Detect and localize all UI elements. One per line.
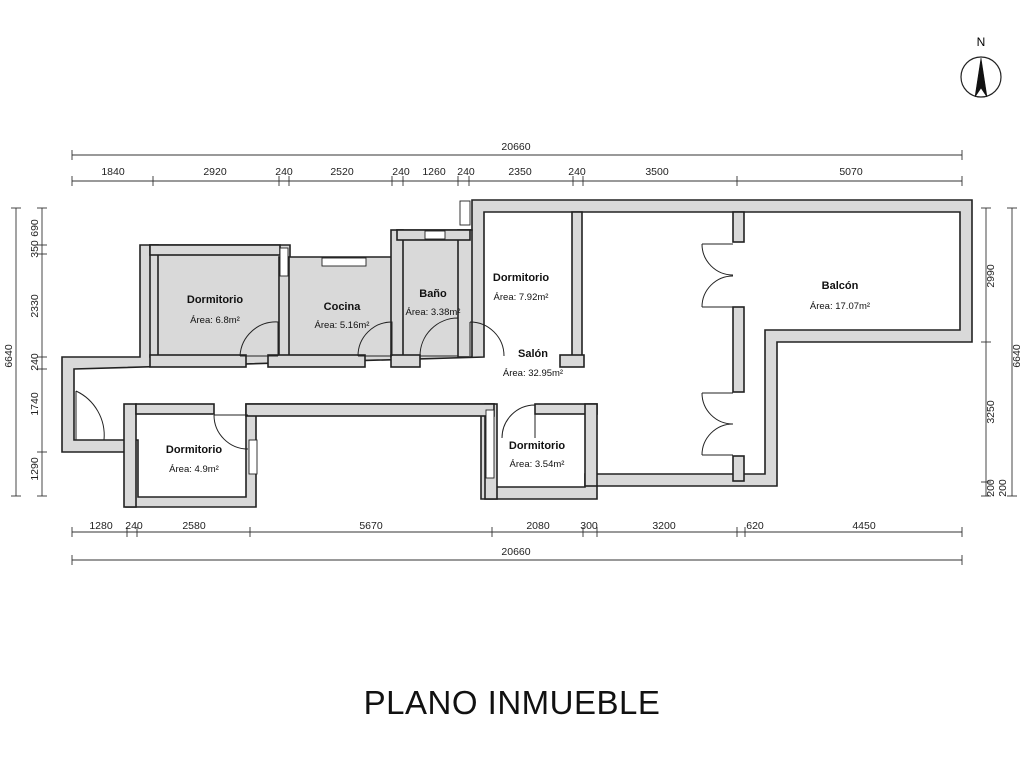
window (279, 247, 289, 277)
window (248, 439, 258, 475)
dim-bottom: 3200 (652, 520, 676, 532)
windows (248, 200, 495, 479)
door-swing (701, 243, 734, 308)
dim-right: 3250 (985, 400, 997, 424)
room-area: Área: 6.8m² (190, 315, 240, 326)
window (424, 230, 446, 240)
dim-left: 2330 (29, 294, 41, 318)
dim-top: 1840 (101, 166, 125, 178)
room-area: Área: 4.9m² (169, 464, 219, 475)
dim-right: 2990 (985, 264, 997, 288)
dim-top: 2920 (203, 166, 227, 178)
room-labels: Dormitorio Área: 6.8m² Cocina Área: 5.16… (166, 272, 870, 475)
door-swing (357, 321, 393, 357)
dim-bottom: 4450 (852, 520, 876, 532)
door-swing (419, 317, 459, 357)
dim-top: 3500 (645, 166, 669, 178)
dim-bottom: 2080 (526, 520, 550, 532)
room-name: Dormitorio (493, 272, 550, 284)
door-swing (213, 414, 249, 450)
room-name: Baño (419, 288, 447, 300)
room-area: Área: 32.95m² (503, 368, 563, 379)
room-name: Dormitorio (166, 444, 223, 456)
window (321, 257, 367, 267)
dim-top: 2520 (330, 166, 354, 178)
room-area: Área: 3.38m² (406, 307, 461, 318)
window (485, 409, 495, 479)
dimension-lines (11, 150, 1017, 565)
door-swing (239, 321, 279, 357)
door-swing (701, 392, 734, 456)
dim-top: 240 (275, 166, 293, 178)
dim-top: 240 (457, 166, 475, 178)
room-name: Balcón (822, 280, 859, 292)
dim-left: 350 (29, 240, 41, 258)
dim-bottom: 2580 (182, 520, 206, 532)
doors (75, 243, 734, 456)
dim-right-total: 6640 (1011, 344, 1023, 368)
dim-left-total: 6640 (3, 344, 15, 368)
compass-arrow-icon (974, 57, 988, 98)
dim-bottom: 5670 (359, 520, 383, 532)
room-name: Salón (518, 348, 548, 360)
dim-left: 690 (29, 219, 41, 237)
room-area: Área: 17.07m² (810, 301, 870, 312)
dim-bottom-total: 20660 (501, 546, 530, 558)
door-swing (501, 404, 536, 439)
dim-left: 240 (29, 353, 41, 371)
dim-right: 200 (985, 479, 997, 497)
dim-right: 200 (997, 479, 1009, 497)
dim-bottom: 300 (580, 520, 598, 532)
dim-top: 1260 (422, 166, 446, 178)
dim-left: 1740 (29, 392, 41, 416)
room-area: Área: 5.16m² (315, 320, 370, 331)
door-swing (469, 321, 505, 357)
dim-top-total: 20660 (501, 141, 530, 153)
compass-label: N (977, 35, 986, 49)
dimension-texts: 20660 1840 2920 240 2520 240 1260 240 23… (3, 141, 1023, 558)
dim-bottom: 240 (125, 520, 143, 532)
door-swing (75, 390, 105, 441)
plan-title: PLANO INMUEBLE (363, 684, 661, 721)
window (459, 200, 471, 226)
room-name: Dormitorio (187, 294, 244, 306)
dim-top: 2350 (508, 166, 532, 178)
dim-bottom: 1280 (89, 520, 113, 532)
dim-top: 240 (568, 166, 586, 178)
dim-left: 1290 (29, 457, 41, 481)
dim-top: 240 (392, 166, 410, 178)
dim-top: 5070 (839, 166, 863, 178)
room-name: Cocina (324, 301, 362, 313)
room-area: Área: 3.54m² (510, 459, 565, 470)
dim-bottom: 620 (746, 520, 764, 532)
room-area: Área: 7.92m² (494, 292, 549, 303)
room-name: Dormitorio (509, 440, 566, 452)
north-compass: N (960, 35, 1002, 98)
